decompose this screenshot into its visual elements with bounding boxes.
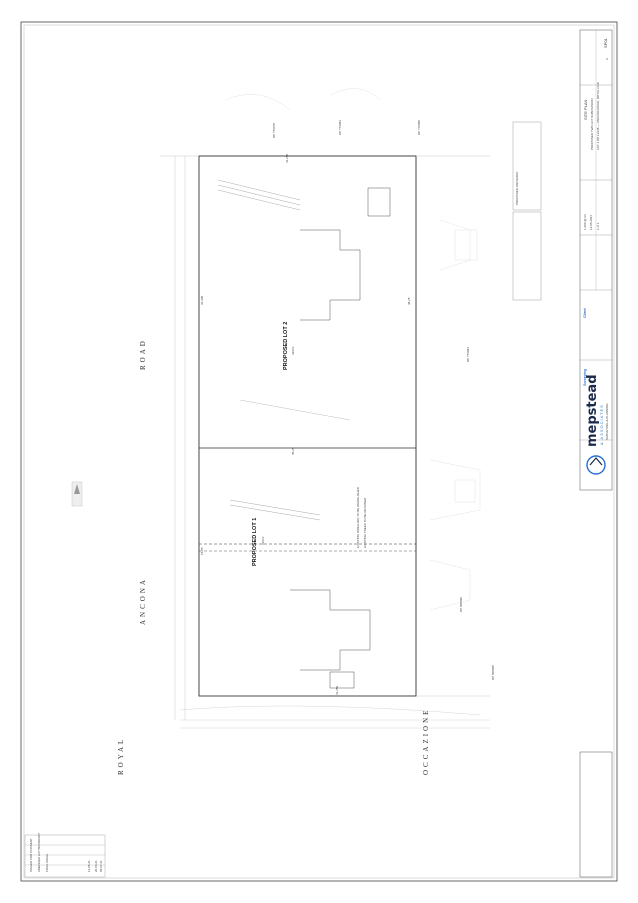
- lot-2-label: PROPOSED LOT 2: [283, 321, 289, 370]
- dimension-label: 45.25: [291, 447, 295, 455]
- site-boundary: [198, 155, 417, 697]
- site-note: EXISTING DWELLING TO BE DEMOLISHED: [356, 487, 360, 548]
- lot-1-area: 315m²: [261, 536, 265, 545]
- company-logo-icon: [586, 455, 606, 475]
- revision-value: A: [605, 57, 609, 60]
- neighbour-context-lines: [179, 88, 481, 716]
- notes-boxes: [512, 121, 542, 301]
- revision-table: [24, 751, 613, 878]
- revision-row: AMENDED LOT BOUNDARY: [37, 832, 41, 872]
- neighbour-label: DP 776084: [466, 347, 470, 362]
- road-label-bottom: ROYAL: [117, 736, 125, 775]
- sheet-value: 1 of 1: [596, 222, 600, 230]
- neighbour-label: DP 868095: [459, 597, 463, 612]
- client-heading: Client: [583, 308, 587, 318]
- project-address: LOT 1 DP 12345 — ANCONA ROAD, ROYAL OAK: [596, 82, 600, 150]
- existing-building-lot2: [217, 179, 391, 421]
- neighbour-label: DP 776078: [272, 123, 276, 138]
- company-name: mepstead: [585, 374, 600, 447]
- drawing-number: SP01: [603, 38, 608, 48]
- date-value: 12.05.2021: [589, 214, 593, 230]
- title-block: [579, 29, 613, 491]
- dimension-label: 36.395: [200, 295, 204, 305]
- inner-border: [23, 24, 615, 879]
- scale-value: 1:200 @ A3: [583, 214, 587, 230]
- revision-date: 05.07.21: [99, 860, 103, 872]
- revision-date: 20.06.21: [94, 860, 98, 872]
- dimension-label: 41.250: [335, 685, 339, 695]
- existing-building-lot1: [229, 499, 371, 689]
- revision-row: ISSUED FOR CONSENT: [29, 838, 33, 872]
- road-label-main: ROAD: [139, 338, 147, 370]
- drawing-title: SITE PLAN: [583, 99, 588, 120]
- dimension-label: 41.250: [285, 153, 289, 163]
- dimension-label: 15.25: [200, 547, 204, 555]
- surveying-heading: Surveying: [583, 369, 587, 386]
- side-street-label: OCCAZIONE: [422, 707, 430, 775]
- project-name: PROPOSED TWO LOT SUBDIVISION: [590, 98, 594, 150]
- dimension-label: 48.25: [407, 297, 411, 305]
- neighbour-label: DP 868095: [491, 665, 495, 680]
- road-label-left: ANCONA: [139, 577, 147, 625]
- neighbour-label: DP 776083: [338, 120, 342, 135]
- north-arrow-icon: [71, 481, 83, 507]
- site-note: PROPOSED DRIVEWAY: [515, 171, 519, 205]
- revision-date: 12.05.21: [87, 860, 91, 872]
- sheet-border: [20, 21, 618, 882]
- road-edges: [160, 155, 490, 729]
- lot-2-area: 436m²: [291, 346, 295, 355]
- site-note: EXISTING TREES TO BE RETAINED: [363, 497, 367, 548]
- company-tagline: SURVEYING & PLANNING: [605, 403, 609, 440]
- lot-1-label: PROPOSED LOT 1: [252, 517, 258, 566]
- revision-row: FINAL ISSUE: [45, 853, 49, 872]
- company-subname: & ASSOCIATES: [599, 404, 604, 445]
- neighbour-label: DP 776080: [417, 120, 421, 135]
